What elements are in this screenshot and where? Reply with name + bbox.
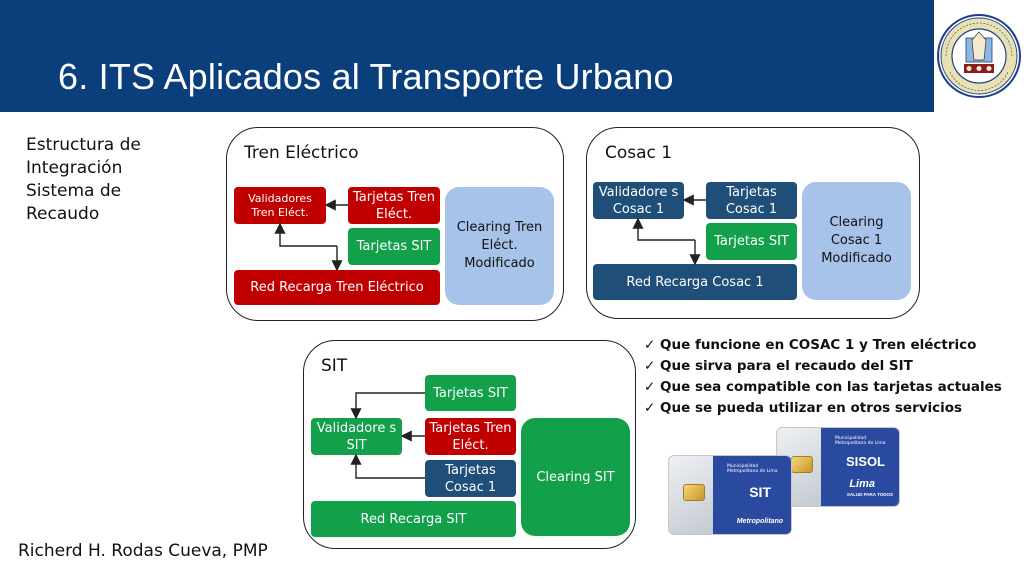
requirements-checklist: ✓Que funcione en COSAC 1 y Tren eléctric… [644,335,1002,419]
box-validadores-cosac: Validadore s Cosac 1 [593,182,684,219]
panel-title-cosac: Cosac 1 [605,143,673,163]
box-clearing-cosac: Clearing Cosac 1 Modificado [802,182,911,300]
side-description: Estructura de Integración Sistema de Rec… [26,135,141,224]
panel-title-tren: Tren Eléctrico [244,143,359,163]
university-seal-icon [937,14,1021,98]
box-validadores-sit: Validadore s SIT [311,418,402,455]
panel-title-sit: SIT [321,356,348,376]
box-validadores-tren: Validadores Tren Eléct. [234,187,326,224]
header-bar [0,0,1024,112]
box-red-recarga-tren: Red Recarga Tren Eléctrico [234,270,440,305]
checklist-item: ✓Que sirva para el recaudo del SIT [644,356,984,377]
box-clearing-tren: Clearing Tren Eléct. Modificado [445,187,554,305]
checklist-item: ✓Que funcione en COSAC 1 y Tren eléctric… [644,335,984,356]
box-tarjetas-tren-sit: Tarjetas Tren Eléct. [425,418,516,455]
box-tarjetas-sit: Tarjetas SIT [425,375,516,411]
chip-icon [683,484,705,501]
author-name: Richerd H. Rodas Cueva, PMP [18,541,268,561]
box-clearing-sit: Clearing SIT [521,418,630,536]
sisol-card-image: Municipalidad Metropolitana de Lima SISO… [776,427,900,507]
university-logo [934,0,1024,112]
check-icon: ✓ [644,400,656,416]
check-icon: ✓ [644,337,656,353]
box-tarjetas-sit-tren: Tarjetas SIT [348,228,440,265]
check-icon: ✓ [644,379,656,395]
checklist-item: ✓Que sea compatible con las tarjetas act… [644,377,1002,398]
sit-card-image: Municipalidad Metropolitana de Lima SIT … [668,455,792,535]
check-icon: ✓ [644,358,656,374]
slide-title: 6. ITS Aplicados al Transporte Urbano [58,56,674,97]
box-tarjetas-sit-cosac: Tarjetas SIT [706,223,797,260]
box-tarjetas-cosac-sit: Tarjetas Cosac 1 [425,460,516,497]
checklist-item: ✓Que se pueda utilizar en otros servicio… [644,398,984,419]
box-tarjetas-tren: Tarjetas Tren Eléct. [348,187,440,224]
box-red-recarga-cosac: Red Recarga Cosac 1 [593,264,797,300]
box-red-recarga-sit: Red Recarga SIT [311,501,516,537]
box-tarjetas-cosac: Tarjetas Cosac 1 [706,182,797,219]
chip-icon [791,456,813,473]
